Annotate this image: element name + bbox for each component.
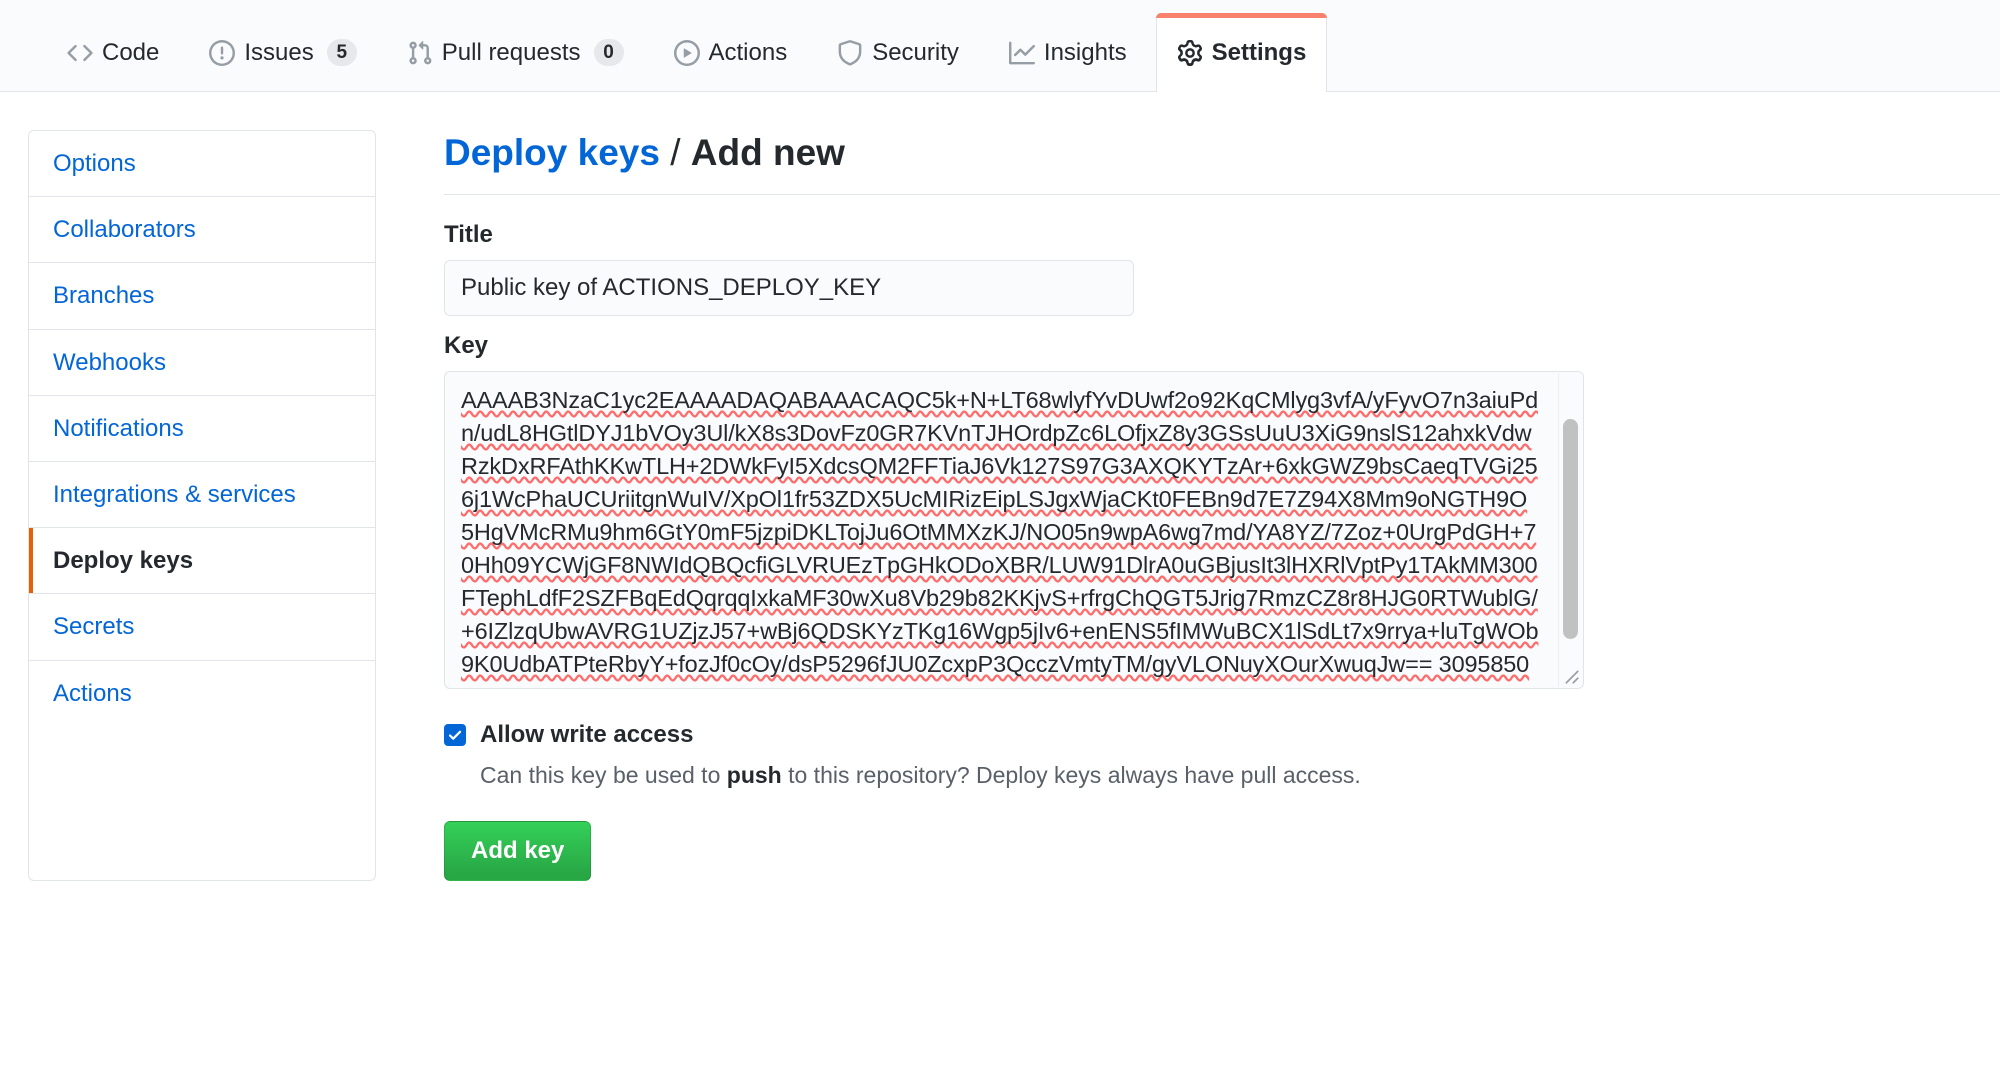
title-input[interactable] bbox=[444, 260, 1134, 317]
shield-icon bbox=[837, 39, 863, 66]
key-textarea[interactable]: AAAAB3NzaC1yc2EAAAADAQABAAACAQC5k+N+LT68… bbox=[444, 371, 1584, 690]
help-suffix: to this repository? Deploy keys always h… bbox=[781, 762, 1361, 789]
breadcrumb-deploy-keys-link[interactable]: Deploy keys bbox=[444, 132, 660, 173]
tab-insights-label: Insights bbox=[1043, 38, 1127, 66]
page-body: Options Collaborators Branches Webhooks … bbox=[0, 92, 2000, 882]
tab-settings-label: Settings bbox=[1211, 39, 1307, 66]
tab-code-label: Code bbox=[102, 38, 160, 66]
key-scrollbar-track[interactable] bbox=[1558, 373, 1582, 688]
graph-icon bbox=[1008, 40, 1035, 66]
allow-write-access-help: Can this key be used to push to this rep… bbox=[480, 759, 2000, 791]
key-field-label: Key bbox=[444, 332, 489, 360]
main-content: Deploy keys / Add new Title Key AAAAB3Nz… bbox=[376, 130, 2000, 882]
tab-issues-label: Issues bbox=[244, 38, 314, 66]
tab-security[interactable]: Security bbox=[816, 13, 980, 91]
allow-write-access-row[interactable]: Allow write access bbox=[444, 721, 2000, 749]
sidebar-item-label: Branches bbox=[53, 282, 155, 310]
sidebar-item-label: Deploy keys bbox=[53, 547, 194, 575]
sidebar-item-options[interactable]: Options bbox=[29, 131, 375, 198]
settings-sidebar: Options Collaborators Branches Webhooks … bbox=[28, 130, 376, 882]
sidebar-item-integrations-and-services[interactable]: Integrations & services bbox=[29, 461, 375, 529]
tab-issues[interactable]: Issues 5 bbox=[188, 13, 377, 91]
tab-settings[interactable]: Settings bbox=[1155, 13, 1328, 92]
sidebar-item-label: Secrets bbox=[53, 613, 135, 641]
key-textarea-wrapper: AAAAB3NzaC1yc2EAAAADAQABAAACAQC5k+N+LT68… bbox=[444, 371, 1584, 690]
repo-nav: Code Issues 5 Pull requests 0 Actions Se… bbox=[0, 0, 2000, 92]
textarea-resize-handle[interactable] bbox=[1559, 664, 1581, 686]
sidebar-item-secrets[interactable]: Secrets bbox=[29, 594, 375, 661]
git-pull-request-icon bbox=[407, 40, 433, 66]
sidebar-item-label: Webhooks bbox=[53, 348, 166, 376]
sidebar-item-label: Options bbox=[53, 150, 136, 177]
sidebar-item-webhooks[interactable]: Webhooks bbox=[29, 329, 375, 396]
help-prefix: Can this key be used to bbox=[480, 762, 727, 789]
sidebar-item-actions[interactable]: Actions bbox=[29, 660, 375, 726]
breadcrumb-separator: / bbox=[659, 132, 691, 173]
tab-actions[interactable]: Actions bbox=[653, 13, 809, 91]
tab-code[interactable]: Code bbox=[46, 13, 180, 91]
sidebar-item-label: Actions bbox=[53, 679, 132, 707]
sidebar-item-branches[interactable]: Branches bbox=[29, 263, 375, 330]
sidebar-item-label: Collaborators bbox=[53, 216, 196, 244]
tab-insights[interactable]: Insights bbox=[988, 13, 1148, 91]
tab-pull-requests[interactable]: Pull requests 0 bbox=[386, 13, 645, 91]
code-icon bbox=[67, 40, 93, 66]
gear-icon bbox=[1177, 40, 1203, 66]
sidebar-item-label: Integrations & services bbox=[53, 480, 296, 508]
sidebar-item-notifications[interactable]: Notifications bbox=[29, 395, 375, 462]
tab-actions-label: Actions bbox=[708, 38, 788, 66]
breadcrumb-current: Add new bbox=[690, 132, 845, 173]
sidebar-item-collaborators[interactable]: Collaborators bbox=[29, 197, 375, 264]
issue-icon bbox=[209, 39, 236, 66]
sidebar-item-deploy-keys[interactable]: Deploy keys bbox=[29, 528, 375, 595]
title-field-label: Title bbox=[444, 221, 493, 249]
allow-write-access-label: Allow write access bbox=[480, 721, 694, 749]
help-bold-push: push bbox=[726, 762, 782, 789]
issues-counter: 5 bbox=[326, 38, 357, 67]
play-icon bbox=[673, 39, 700, 66]
key-textarea-value: AAAAB3NzaC1yc2EAAAADAQABAAACAQC5k+N+LT68… bbox=[461, 387, 1539, 688]
tab-security-label: Security bbox=[872, 38, 959, 66]
sidebar-item-label: Notifications bbox=[53, 414, 184, 442]
page-title: Deploy keys / Add new bbox=[444, 130, 2000, 196]
add-key-button[interactable]: Add key bbox=[444, 821, 592, 882]
tab-pull-requests-label: Pull requests bbox=[441, 38, 581, 66]
key-scrollbar-thumb[interactable] bbox=[1563, 419, 1578, 640]
pull-requests-counter: 0 bbox=[593, 38, 624, 67]
allow-write-access-checkbox[interactable] bbox=[444, 724, 466, 747]
